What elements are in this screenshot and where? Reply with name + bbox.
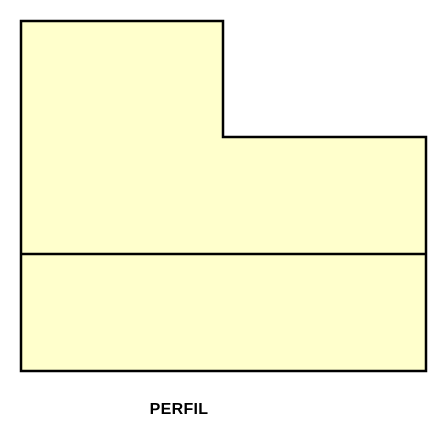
drawing-caption: PERFIL: [149, 401, 209, 418]
profile-outline: [19, 19, 428, 373]
